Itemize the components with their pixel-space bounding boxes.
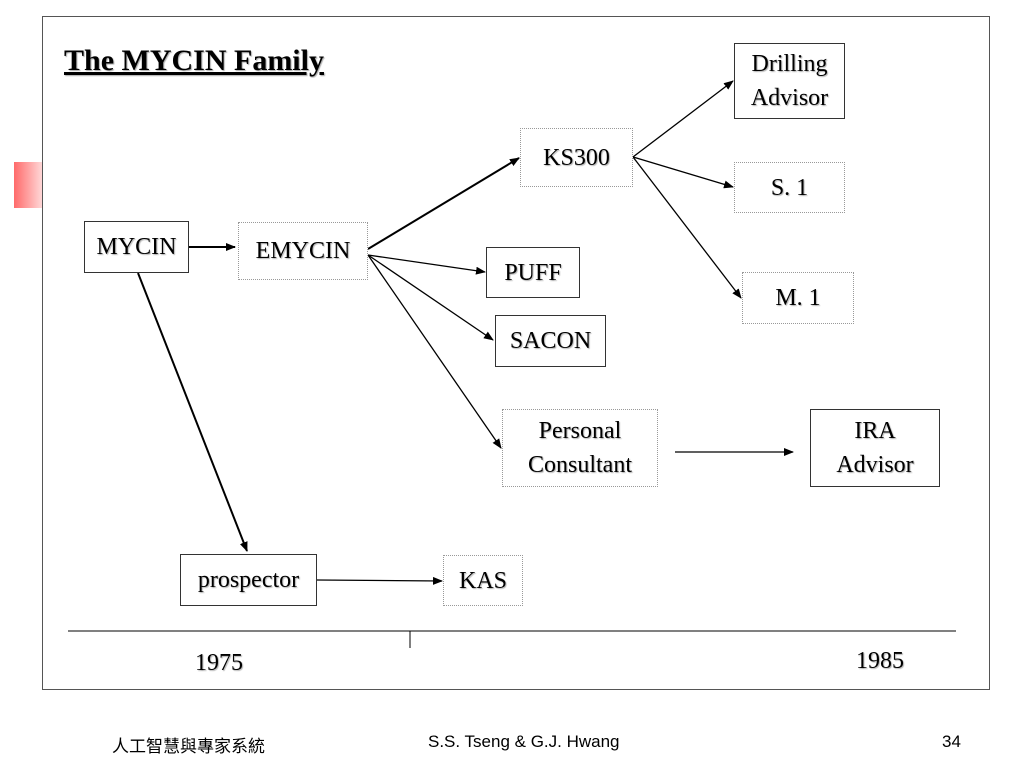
edge-ks300-drilling-advisor — [632, 80, 734, 158]
edge-emycin-ks300 — [367, 157, 520, 250]
footer-authors: S.S. Tseng & G.J. Hwang — [428, 732, 620, 751]
edge-ks300-s1 — [632, 156, 734, 189]
node-emycin: EMYCIN — [238, 222, 368, 280]
edge-emycin-puff — [367, 254, 486, 275]
node-s1: S. 1 — [734, 162, 845, 213]
node-drilling-advisor: Drilling Advisor — [734, 43, 845, 119]
node-personal-consultant-line-1: Personal — [538, 418, 622, 444]
node-mycin: MYCIN — [84, 221, 189, 273]
slide-frame — [42, 16, 990, 690]
node-personal-consultant: Personal Consultant — [502, 409, 658, 487]
node-kas: KAS — [443, 555, 523, 606]
node-drilling-advisor-line-1: Drilling — [751, 51, 828, 77]
timeline-start-year: 1975 — [195, 650, 243, 676]
node-ira-advisor: IRA Advisor — [810, 409, 940, 487]
node-personal-consultant-line-2: Consultant — [527, 452, 632, 478]
footer-page-number: 34 — [942, 732, 961, 751]
edge-emycin-sacon — [367, 254, 494, 341]
footer-course-title: 人工智慧與專家系統 — [112, 737, 265, 757]
slide-accent-bar — [14, 162, 42, 208]
node-ira-advisor-line-1: IRA — [854, 418, 896, 444]
edge-emycin-personal-consultant — [367, 254, 502, 449]
node-drilling-advisor-line-2: Advisor — [750, 85, 829, 111]
node-puff: PUFF — [486, 247, 580, 298]
edge-ks300-m1 — [632, 156, 742, 299]
node-ira-advisor-line-2: Advisor — [836, 452, 914, 478]
node-prospector: prospector — [180, 554, 317, 606]
node-sacon: SACON — [495, 315, 606, 367]
node-m1: M. 1 — [742, 272, 854, 324]
edge-mycin-prospector — [137, 272, 248, 552]
slide-title: The MYCIN Family — [64, 44, 324, 77]
node-ks300: KS300 — [520, 128, 633, 187]
edge-prospector-kas — [316, 576, 443, 585]
timeline-end-year: 1985 — [856, 648, 904, 674]
